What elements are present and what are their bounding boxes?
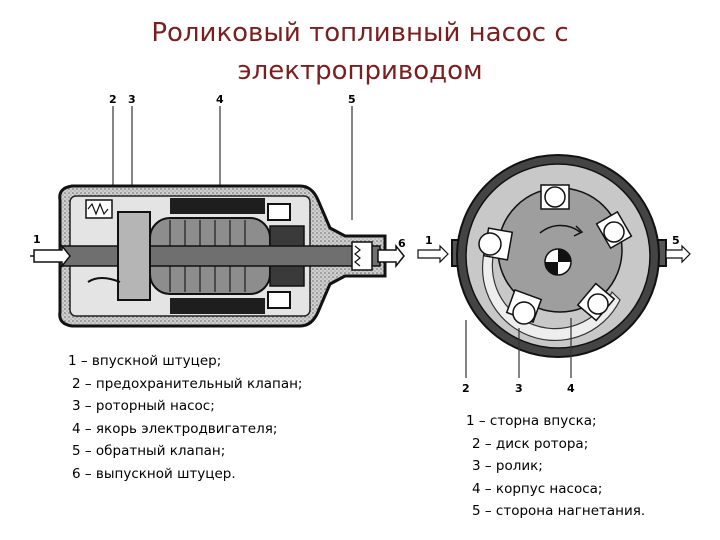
outlet-arrow [377, 243, 405, 269]
callout-right-2: 2 [462, 382, 470, 395]
callout-right-1: 1 [425, 234, 433, 247]
roller-pump [117, 211, 151, 301]
title-line-1: Роликовый топливный насос с [151, 18, 569, 48]
legend-left-item: 3 – роторный насос; [72, 398, 215, 414]
legend-left: 1 – впускной штуцер; 2 – предохранительн… [68, 350, 302, 485]
legend-left-item: 6 – выпускной штуцер. [72, 465, 236, 482]
callout-left-5: 5 [348, 93, 356, 106]
legend-left-item: 4 – якорь электродвигателя; [72, 420, 278, 437]
title-line-2: электроприводом [237, 56, 483, 86]
magnet-bottom [170, 298, 265, 314]
legend-left-item: 2 – предохранительный клапан; [72, 375, 303, 392]
callout-left-4: 4 [216, 93, 224, 106]
legend-right-item: 3 – ролик; [472, 458, 543, 474]
legend-right-item: 5 – сторона нагнетания. [472, 503, 646, 519]
legend-right-item: 1 – сторна впуска; [466, 413, 597, 429]
callout-left-3: 3 [128, 93, 136, 106]
legend-right-item: 4 – корпус насоса; [472, 480, 603, 497]
legend-right: 1 – сторна впуска; 2 – диск ротора; 3 – … [466, 410, 645, 523]
callout-left-1: 1 [33, 233, 41, 246]
callout-right-4: 4 [567, 382, 575, 395]
callout-left-6: 6 [398, 237, 406, 250]
legend-right-item: 2 – диск ротора; [472, 435, 589, 452]
relief-valve [85, 199, 113, 219]
pump-cross-section [30, 106, 405, 328]
legend-left-item: 1 – впускной штуцер; [68, 353, 222, 369]
callout-left-2: 2 [109, 93, 117, 106]
callout-right-5: 5 [672, 234, 680, 247]
page-title: Роликовый топливный насос с электроприво… [0, 14, 720, 90]
shaft [59, 245, 381, 267]
magnet-top [170, 198, 265, 214]
roller-pump-end-view [417, 154, 691, 378]
check-valve [351, 241, 373, 271]
legend-left-item: 5 – обратный клапан; [72, 443, 226, 459]
callout-right-3: 3 [515, 382, 523, 395]
